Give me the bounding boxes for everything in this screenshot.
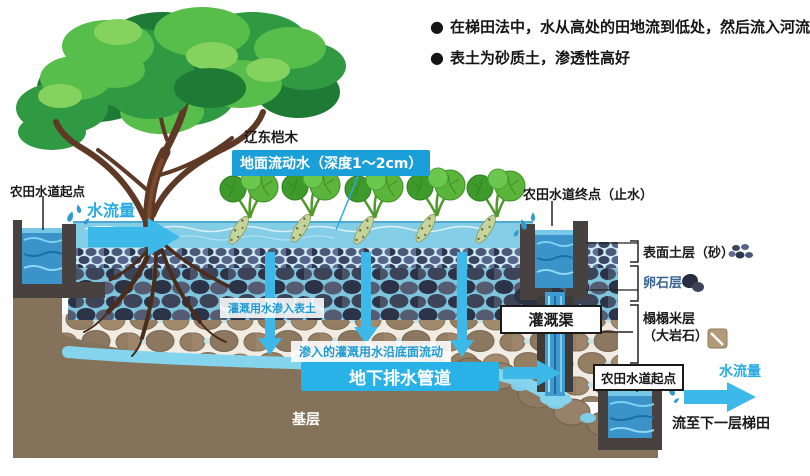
flow-arrow-bottom (684, 382, 756, 412)
waterway-start-bottom-label: 农田水道起点 (593, 364, 685, 391)
flow-rate-bottom-label: 水流量 (719, 364, 761, 380)
lower-waterway-channel (598, 386, 662, 450)
base-soil (13, 250, 658, 458)
sand-pebbles-icon (728, 244, 753, 259)
waterway-start-top-label: 农田水道起点 (10, 184, 86, 199)
bullet-icon: ● (430, 16, 444, 36)
notes-list: ● 在梯田法中，水从高处的田地流到低处，然后流入河流 ● 表土为砂质土，渗透性高… (430, 16, 810, 68)
seep-bottom-flow-label: 渗入的灌溉用水沿底面流动 (291, 341, 452, 362)
weir-structure (514, 221, 588, 308)
underground-drain-label: 地下排水管道 (301, 362, 499, 391)
bullet-icon: ● (430, 47, 444, 67)
large-rock-icon (707, 328, 728, 349)
flow-arrow-top (88, 218, 180, 256)
irrigation-channel-label: 灌溉渠 (500, 305, 602, 334)
to-next-terrace-label: 流至下一层梯田 (672, 416, 770, 432)
tree-canopy-front (85, 52, 246, 119)
legend-brackets (586, 240, 639, 364)
legend-tatami-line2: （大岩石） (643, 329, 709, 344)
tree-name-label: 辽东桤木 (244, 130, 298, 146)
cobblestone-icon (682, 273, 704, 292)
note-item: ● 在梯田法中，水从高处的田地流到低处，然后流入河流 (430, 16, 810, 37)
legend-tatami-line1: 榻榻米层 (643, 312, 696, 327)
note-text: 在梯田法中，水从高处的田地流到低处，然后流入河流 (449, 18, 810, 36)
base-layer-label: 基层 (292, 412, 320, 428)
legend-item-cobble: 卵石层 (643, 276, 683, 291)
legend-item-tatami: 榻榻米层 （大岩石） (643, 311, 708, 345)
left-waterway-channel (13, 220, 105, 298)
flow-rate-top-label: 水流量 (87, 201, 136, 220)
waterway-end-label: 农田水道终点（止水） (523, 188, 654, 203)
legend-item-surface-soil: 表面土层（砂） (643, 246, 735, 261)
surface-water-label: 地面流动水（深度1～2cm） (232, 150, 431, 176)
note-text: 表土为砂质土，渗透性高好 (449, 49, 630, 67)
tree-roots (83, 244, 230, 357)
alder-tree (16, 7, 346, 357)
seep-topsoil-label: 灌溉用水渗入表土 (220, 298, 324, 318)
note-item: ● 表土为砂质土，渗透性高好 (430, 47, 810, 68)
